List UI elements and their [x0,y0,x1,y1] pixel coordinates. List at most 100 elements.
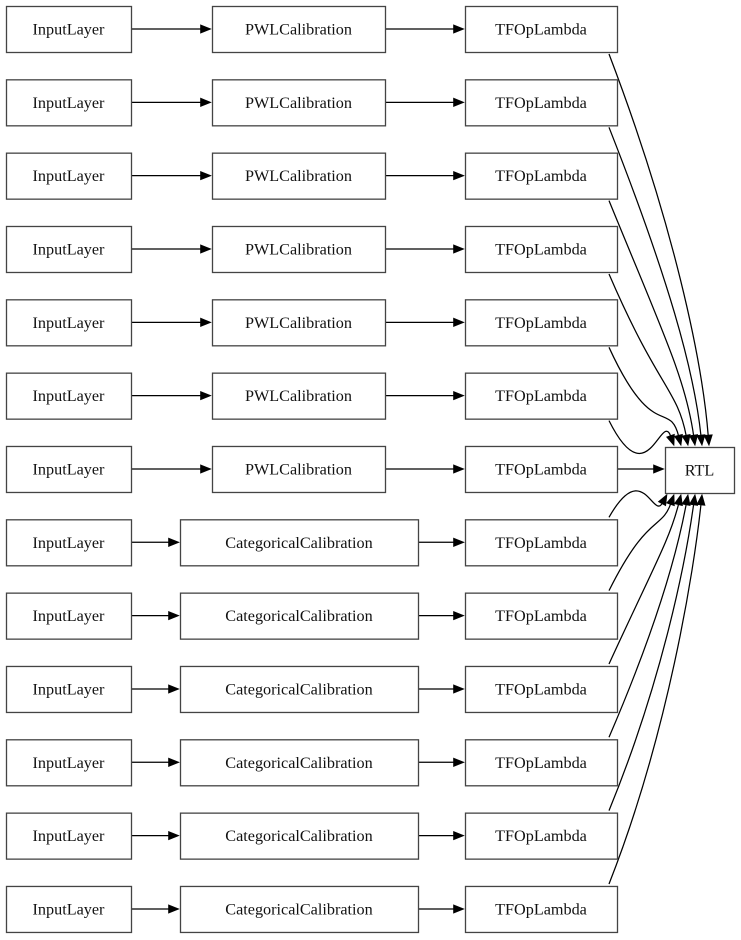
node-tfoplambda-row-11[interactable]: TFOpLambda [464,739,619,787]
edge-lambda-to-output-row-4-arrowhead [681,434,691,447]
node-input-layer-row-5[interactable]: InputLayer [5,299,133,347]
edge-calibration-to-lambda-row-5 [385,317,465,327]
node-pwl-calibration-row-4[interactable]: PWLCalibration [211,225,387,274]
node-tfoplambda-row-2[interactable]: TFOpLambda [464,79,619,127]
node-tfoplambda-row-13-box [464,885,619,934]
node-tfoplambda-row-12[interactable]: TFOpLambda [464,812,619,860]
edge-lambda-to-output-row-3 [608,200,699,447]
node-pwl-calibration-row-6[interactable]: PWLCalibration [211,372,387,420]
node-tfoplambda-row-4[interactable]: TFOpLambda [464,225,619,274]
node-categorical-calibration-row-11-label: CategoricalCalibration [225,754,372,772]
node-input-layer-row-5-label: InputLayer [33,314,106,332]
node-input-layer-row-4[interactable]: InputLayer [5,225,133,274]
node-categorical-calibration-row-10-label: CategoricalCalibration [225,680,372,698]
edge-lambda-to-output-row-8 [608,490,668,518]
edge-lambda-to-output-row-4-line [608,273,687,437]
edge-lambda-to-output-row-2-arrowhead [696,434,706,447]
edge-lambda-to-output-row-9-arrowhead [666,493,675,507]
edge-lambda-to-output-row-1-arrowhead [703,434,713,447]
node-pwl-calibration-row-7-box [211,445,387,494]
node-categorical-calibration-row-8-box [179,519,420,567]
edge-lambda-to-output-row-10-line [608,503,680,665]
node-tfoplambda-row-3-label: TFOpLambda [495,167,587,185]
edge-calibration-to-lambda-row-10 [418,684,465,694]
edges-layer [131,24,713,914]
edge-calibration-to-lambda-row-5-arrowhead [453,317,465,327]
node-input-layer-row-10-box [5,665,133,714]
node-pwl-calibration-row-3-box [211,152,387,200]
edge-lambda-to-output-row-11 [608,493,691,738]
node-tfoplambda-row-7[interactable]: TFOpLambda [464,445,619,494]
node-categorical-calibration-row-9-label: CategoricalCalibration [225,607,372,625]
edge-calibration-to-lambda-row-1-arrowhead [453,24,465,34]
node-pwl-calibration-row-3[interactable]: PWLCalibration [211,152,387,200]
node-tfoplambda-row-13[interactable]: TFOpLambda [464,885,619,934]
node-tfoplambda-row-2-label: TFOpLambda [495,94,587,112]
node-categorical-calibration-row-12[interactable]: CategoricalCalibration [179,812,420,860]
edge-lambda-to-output-row-6-arrowhead [666,433,675,447]
node-tfoplambda-row-5-label: TFOpLambda [495,314,587,332]
node-rtl-output[interactable]: RTL [664,446,736,495]
edge-input-to-calibration-row-13 [131,904,180,914]
edge-input-to-calibration-row-8 [131,537,180,547]
node-categorical-calibration-row-13[interactable]: CategoricalCalibration [179,885,420,934]
node-input-layer-row-10[interactable]: InputLayer [5,665,133,714]
node-input-layer-row-12[interactable]: InputLayer [5,812,133,860]
node-input-layer-row-1[interactable]: InputLayer [5,5,133,54]
node-input-layer-row-1-box [5,5,133,54]
node-input-layer-row-2[interactable]: InputLayer [5,79,133,127]
edge-input-to-calibration-row-1-arrowhead [200,24,212,34]
node-input-layer-row-12-box [5,812,133,860]
node-pwl-calibration-row-2[interactable]: PWLCalibration [211,79,387,127]
edge-calibration-to-lambda-row-7 [385,464,465,474]
node-input-layer-row-6[interactable]: InputLayer [5,372,133,420]
node-pwl-calibration-row-6-label: PWLCalibration [245,387,352,405]
node-pwl-calibration-row-2-box [211,79,387,127]
edge-calibration-to-lambda-row-3 [385,171,465,181]
edge-lambda-to-output-row-6 [608,420,675,455]
node-input-layer-row-7[interactable]: InputLayer [5,445,133,494]
node-tfoplambda-row-11-label: TFOpLambda [495,754,587,772]
edge-calibration-to-lambda-row-8 [418,537,465,547]
node-input-layer-row-8[interactable]: InputLayer [5,519,133,567]
node-tfoplambda-row-9-label: TFOpLambda [495,607,587,625]
node-tfoplambda-row-2-box [464,79,619,127]
node-tfoplambda-row-3[interactable]: TFOpLambda [464,152,619,200]
node-tfoplambda-row-1[interactable]: TFOpLambda [464,5,619,54]
edge-input-to-calibration-row-6-arrowhead [200,391,212,401]
node-input-layer-row-13[interactable]: InputLayer [5,885,133,934]
edge-lambda-to-output-row-4 [608,273,691,447]
edge-lambda-to-output-row-5-arrowhead [673,433,683,447]
node-tfoplambda-row-6[interactable]: TFOpLambda [464,372,619,420]
node-categorical-calibration-row-9[interactable]: CategoricalCalibration [179,592,420,640]
edge-calibration-to-lambda-row-9-arrowhead [453,610,465,621]
node-pwl-calibration-row-4-box [211,225,387,274]
node-input-layer-row-9[interactable]: InputLayer [5,592,133,640]
node-categorical-calibration-row-12-label: CategoricalCalibration [225,827,372,845]
node-categorical-calibration-row-13-box [179,885,420,934]
node-tfoplambda-row-4-label: TFOpLambda [495,240,587,258]
node-tfoplambda-row-9[interactable]: TFOpLambda [464,592,619,640]
node-categorical-calibration-row-10[interactable]: CategoricalCalibration [179,665,420,714]
node-tfoplambda-row-10-label: TFOpLambda [495,680,587,698]
node-input-layer-row-8-box [5,519,133,567]
node-pwl-calibration-row-5[interactable]: PWLCalibration [211,299,387,347]
edge-input-to-calibration-row-4-arrowhead [200,244,212,254]
node-pwl-calibration-row-1[interactable]: PWLCalibration [211,5,387,54]
node-categorical-calibration-row-13-label: CategoricalCalibration [225,900,372,918]
node-input-layer-row-11[interactable]: InputLayer [5,739,133,787]
edge-input-to-calibration-row-13-arrowhead [168,904,180,914]
node-tfoplambda-row-8[interactable]: TFOpLambda [464,519,619,567]
edge-input-to-calibration-row-3-arrowhead [200,171,212,181]
node-tfoplambda-row-5[interactable]: TFOpLambda [464,299,619,347]
node-categorical-calibration-row-11[interactable]: CategoricalCalibration [179,739,420,787]
node-categorical-calibration-row-9-box [179,592,420,640]
node-pwl-calibration-row-2-label: PWLCalibration [245,94,352,112]
node-pwl-calibration-row-1-box [211,5,387,54]
node-categorical-calibration-row-8[interactable]: CategoricalCalibration [179,519,420,567]
node-pwl-calibration-row-7[interactable]: PWLCalibration [211,445,387,494]
node-tfoplambda-row-10[interactable]: TFOpLambda [464,665,619,714]
node-tfoplambda-row-1-box [464,5,619,54]
node-input-layer-row-3[interactable]: InputLayer [5,152,133,200]
